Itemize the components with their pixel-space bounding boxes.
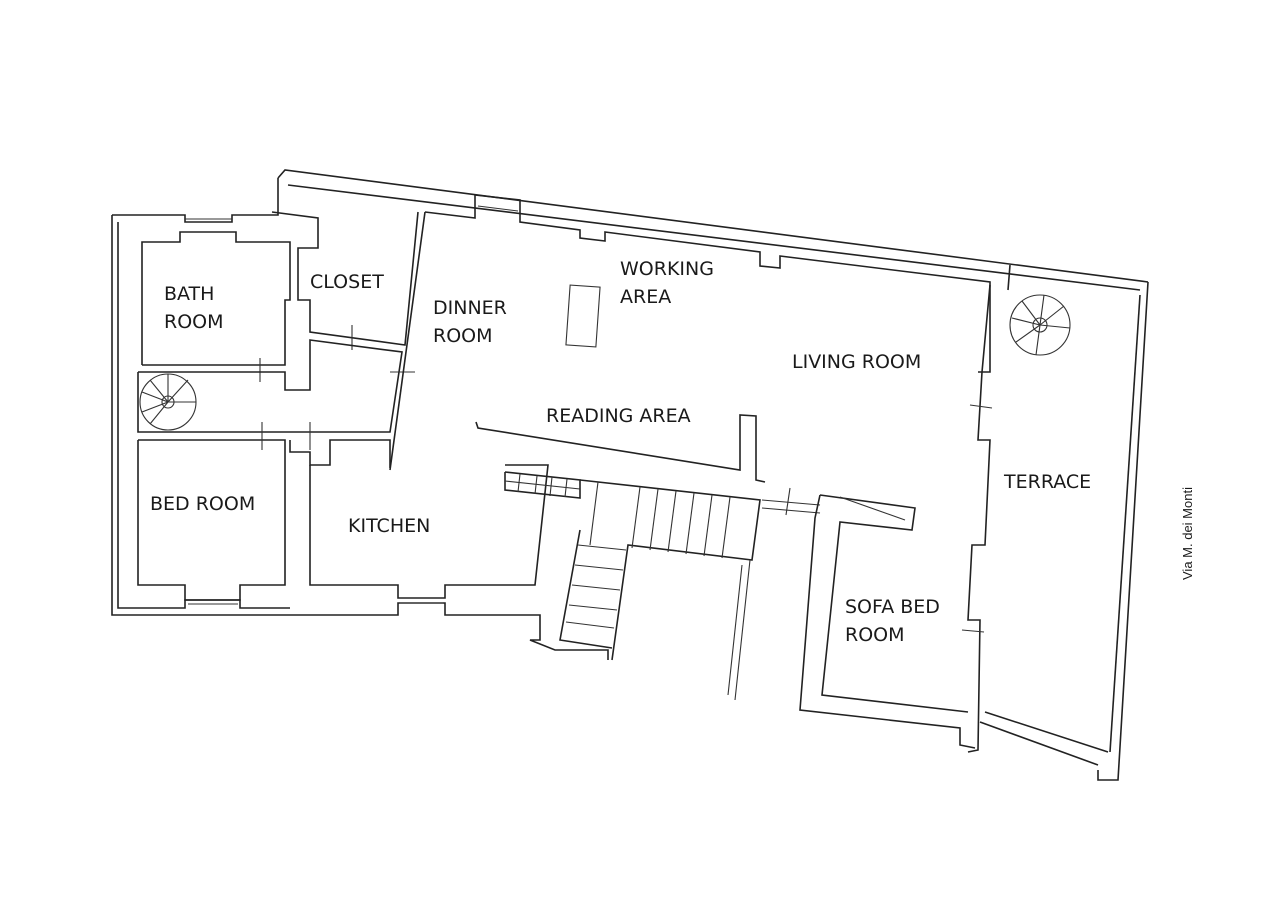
sofabed-walls: [799, 494, 976, 749]
bedroom-outline: [137, 439, 286, 601]
label-dinner-1: DINNER: [433, 297, 507, 319]
working-desk: [565, 284, 601, 348]
label-living-room: LIVING ROOM: [792, 351, 921, 373]
label-street: Via M. dei Monti: [1180, 487, 1195, 580]
label-sofabed-1: SOFA BED: [845, 596, 940, 618]
room-labels: BATH ROOM CLOSET DINNER ROOM WORKING ARE…: [150, 258, 1195, 646]
main-area-left-wall: [389, 211, 426, 471]
label-bathroom-2: ROOM: [164, 311, 224, 333]
label-working-1: WORKING: [620, 258, 714, 280]
label-dinner-2: ROOM: [433, 325, 493, 347]
label-sofabed-2: ROOM: [845, 624, 905, 646]
outer-walls: [111, 169, 1149, 781]
sofabed-outline: [819, 494, 969, 713]
hallway: [137, 339, 415, 433]
hallway-outline: [137, 339, 403, 433]
terrace-door-2: [961, 629, 985, 633]
label-terrace: TERRACE: [1003, 471, 1091, 493]
bedroom-walls: [137, 422, 286, 605]
terrace-stair: [1007, 264, 1071, 356]
top-diagonal-wall-inner: [287, 184, 1141, 291]
sofabed-outer: [799, 494, 976, 749]
closet-outline: [271, 211, 419, 346]
terrace-door-1: [969, 404, 993, 409]
label-kitchen: KITCHEN: [348, 515, 430, 537]
top-left-wall: [112, 178, 279, 223]
label-working-2: AREA: [620, 286, 671, 308]
living-right-wall: [967, 284, 991, 753]
kitchen-walls: [289, 422, 549, 604]
stair-void-edge: [734, 559, 751, 701]
reading-partition: [475, 414, 766, 483]
top-window: [477, 205, 519, 212]
outer-wall-line: [111, 215, 609, 660]
stair-main: [579, 479, 761, 661]
label-reading-area: READING AREA: [546, 405, 691, 427]
label-bathroom-1: BATH: [164, 283, 214, 305]
bathroom-walls: [141, 218, 291, 382]
landing-rail: [761, 499, 821, 506]
terrace-left-wall: [1007, 264, 1011, 291]
kitchen-outline: [289, 439, 391, 468]
label-closet: CLOSET: [310, 271, 384, 293]
terrace-inner-wall: [1109, 294, 1141, 753]
label-bedroom: BED ROOM: [150, 493, 255, 515]
spiral-stair-terrace: [1009, 294, 1071, 356]
staircase: [504, 471, 821, 701]
top-diagonal-wall: [277, 169, 1149, 283]
terrace-outer-wall: [1097, 281, 1149, 781]
main-hall-walls: [389, 194, 993, 753]
terrace-bottom-wall-2: [979, 721, 1099, 766]
terrace-bottom-wall: [984, 711, 1109, 753]
kitchen-outline-2: [309, 464, 549, 599]
main-area-top: [424, 194, 991, 373]
stair-flight-down: [559, 529, 613, 649]
sofabed-door-swing: [839, 496, 906, 521]
stair-outline: [504, 471, 581, 499]
bathroom-outline: [141, 231, 291, 366]
